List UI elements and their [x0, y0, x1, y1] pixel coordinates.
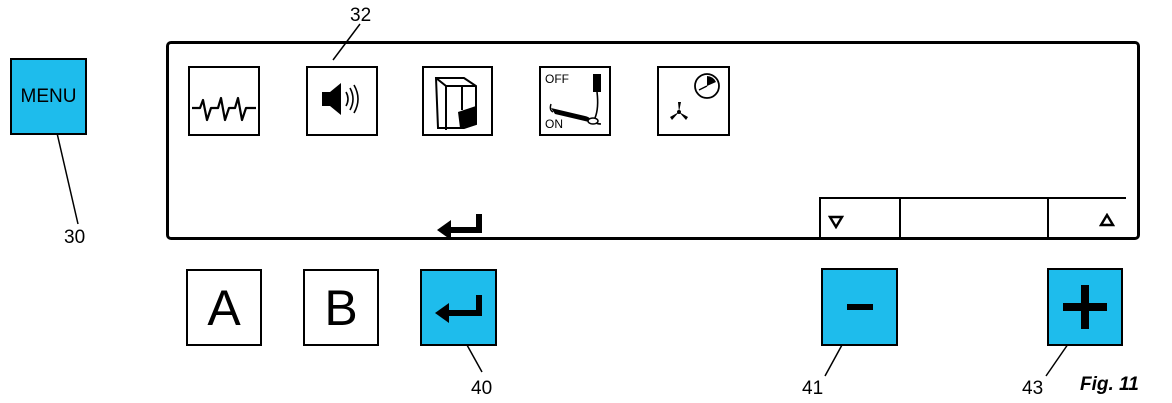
speaker-icon[interactable] [306, 66, 378, 136]
plus-key[interactable] [1047, 268, 1123, 346]
callout-41: 41 [802, 378, 824, 399]
ecg-waveform-icon[interactable] [188, 66, 260, 136]
scroll-bar [819, 197, 1126, 240]
scroll-up-button[interactable] [1049, 199, 1124, 240]
scroll-down-button[interactable] [821, 199, 901, 240]
plus-icon [1063, 285, 1107, 329]
leader-line-30 [56, 132, 79, 225]
scroll-track[interactable] [901, 199, 1049, 240]
display-screen: OFF ON [166, 41, 1140, 240]
enter-arrow-icon [434, 294, 482, 323]
a-key[interactable]: A [186, 269, 262, 346]
on-label: ON [545, 117, 563, 131]
triangle-up-icon [1099, 213, 1115, 227]
handpiece-off-on-icon[interactable]: OFF ON [539, 66, 611, 136]
enter-key[interactable] [420, 269, 497, 346]
fan-timer-icon[interactable] [657, 66, 730, 136]
minus-key[interactable] [821, 268, 898, 346]
callout-40: 40 [471, 378, 493, 399]
b-key[interactable]: B [303, 269, 379, 346]
triangle-down-icon [828, 215, 844, 229]
menu-button-label: MENU [20, 85, 77, 107]
figure-label: Fig. 11 [1080, 374, 1139, 395]
minus-icon [846, 304, 873, 310]
callout-32: 32 [350, 5, 372, 26]
off-label: OFF [545, 72, 569, 86]
enter-arrow-icon [437, 214, 482, 240]
cartridge-icon[interactable] [422, 66, 493, 136]
b-key-label: B [324, 279, 358, 336]
callout-43: 43 [1022, 378, 1044, 399]
menu-button[interactable]: MENU [10, 58, 87, 135]
callout-30: 30 [64, 227, 86, 248]
a-key-label: A [207, 279, 241, 336]
